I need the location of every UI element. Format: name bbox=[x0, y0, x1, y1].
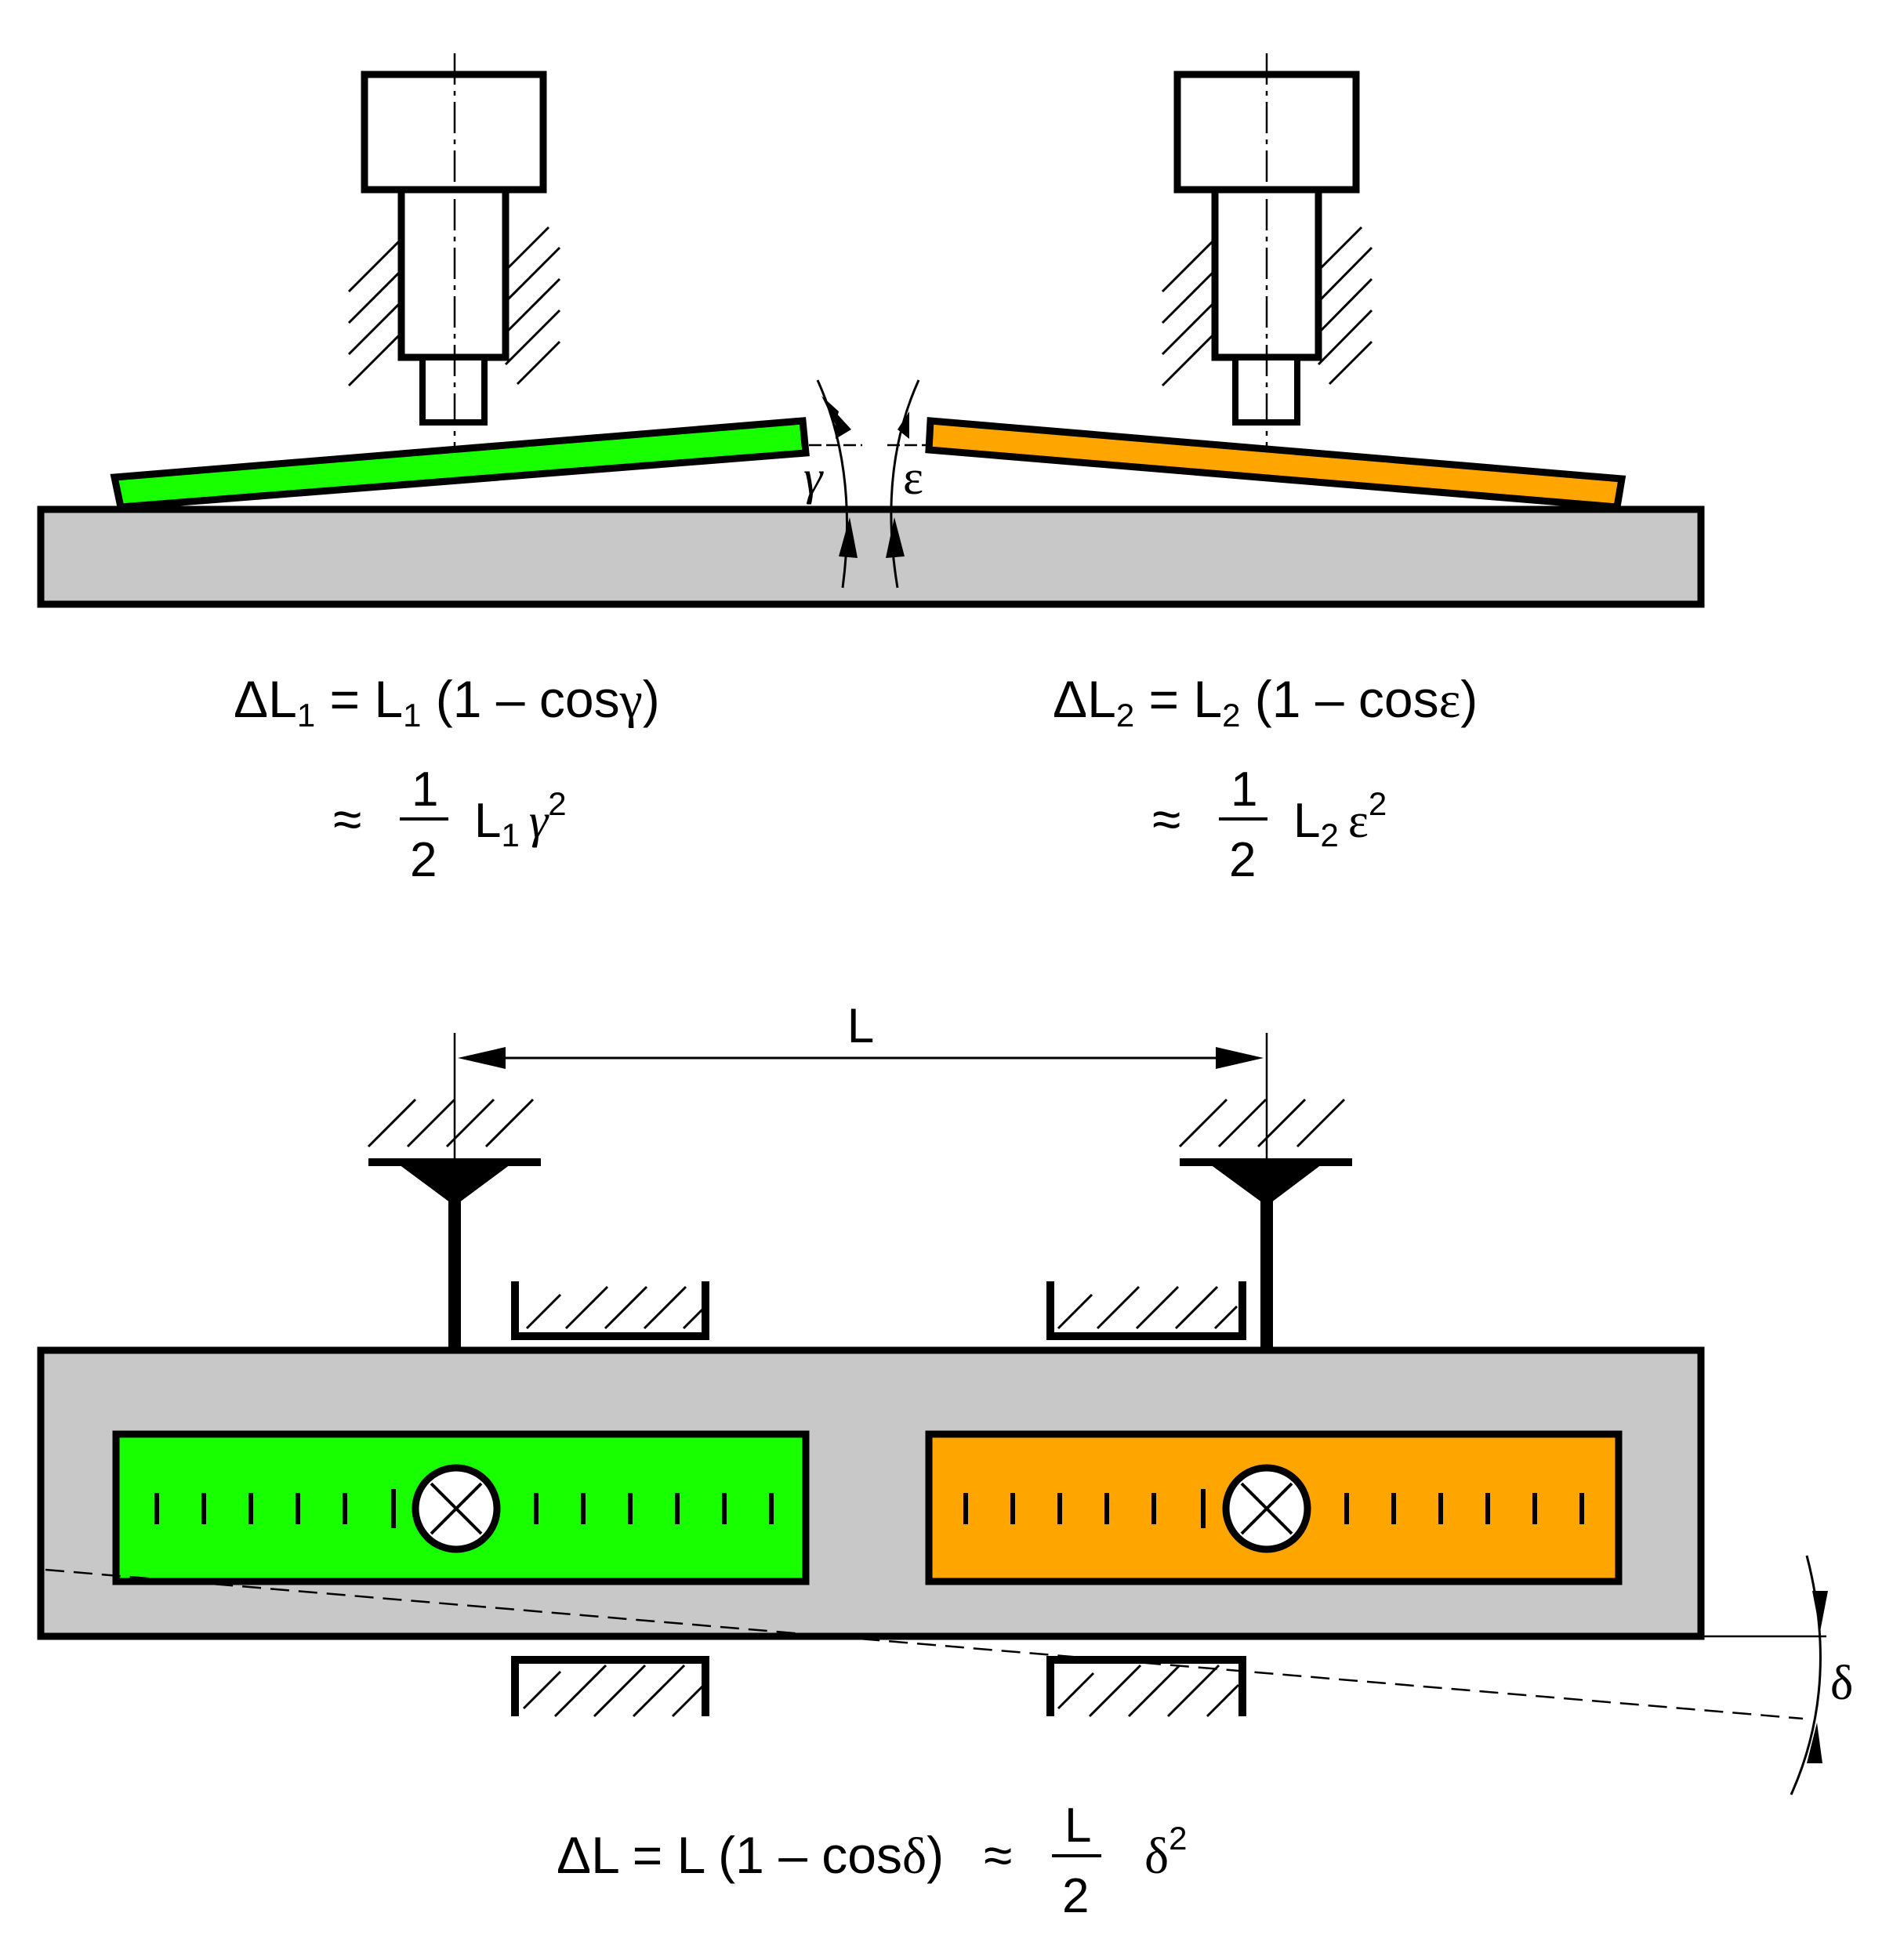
svg-text:1: 1 bbox=[412, 763, 438, 817]
crossed-circle-icon bbox=[412, 1464, 501, 1553]
green-tilted-plate bbox=[110, 417, 810, 511]
top-base-plate bbox=[37, 505, 1705, 608]
orange-scale-ticks bbox=[963, 1489, 1584, 1528]
orange-tilted-plate bbox=[925, 417, 1626, 511]
crossed-circle-icon bbox=[1222, 1464, 1311, 1553]
svg-text:2: 2 bbox=[1062, 1869, 1089, 1923]
tilted-reference-line bbox=[45, 1568, 1804, 1720]
svg-text:≈: ≈ bbox=[1152, 790, 1180, 848]
formula-bottom: ΔL = L (1 – cosδ) ≈ L 2 δ2 bbox=[557, 1799, 1187, 1923]
green-scale-ticks bbox=[154, 1489, 774, 1528]
angle-epsilon-label: ε bbox=[903, 451, 923, 505]
left-gauge bbox=[347, 53, 561, 447]
top-suspension-hatch bbox=[367, 1098, 1346, 1148]
svg-text:2: 2 bbox=[1229, 833, 1256, 887]
svg-text:≈: ≈ bbox=[333, 790, 361, 848]
angle-gamma-epsilon-marks bbox=[809, 379, 929, 589]
formula-left-line1: ΔL1 = L1 (1 – cosγ) bbox=[234, 670, 660, 734]
right-gauge bbox=[1161, 53, 1373, 447]
svg-text:δ2: δ2 bbox=[1144, 1820, 1187, 1885]
angle-delta-label: δ bbox=[1830, 1657, 1853, 1710]
dimension-L-label: L bbox=[847, 999, 874, 1053]
formula-right-line1: ΔL2 = L2 (1 – cosε) bbox=[1053, 670, 1478, 734]
angle-delta-marks bbox=[1790, 1555, 1828, 1795]
lower-guides bbox=[511, 1656, 1246, 1718]
svg-text:≈: ≈ bbox=[984, 1826, 1012, 1884]
upper-guides bbox=[511, 1281, 1246, 1340]
svg-text:L: L bbox=[1064, 1799, 1091, 1853]
svg-text:1: 1 bbox=[1231, 763, 1257, 817]
svg-text:2: 2 bbox=[410, 833, 437, 887]
svg-text:ΔL = L (1 – cosδ): ΔL = L (1 – cosδ) bbox=[557, 1826, 944, 1885]
angle-gamma-label: γ bbox=[803, 451, 824, 505]
